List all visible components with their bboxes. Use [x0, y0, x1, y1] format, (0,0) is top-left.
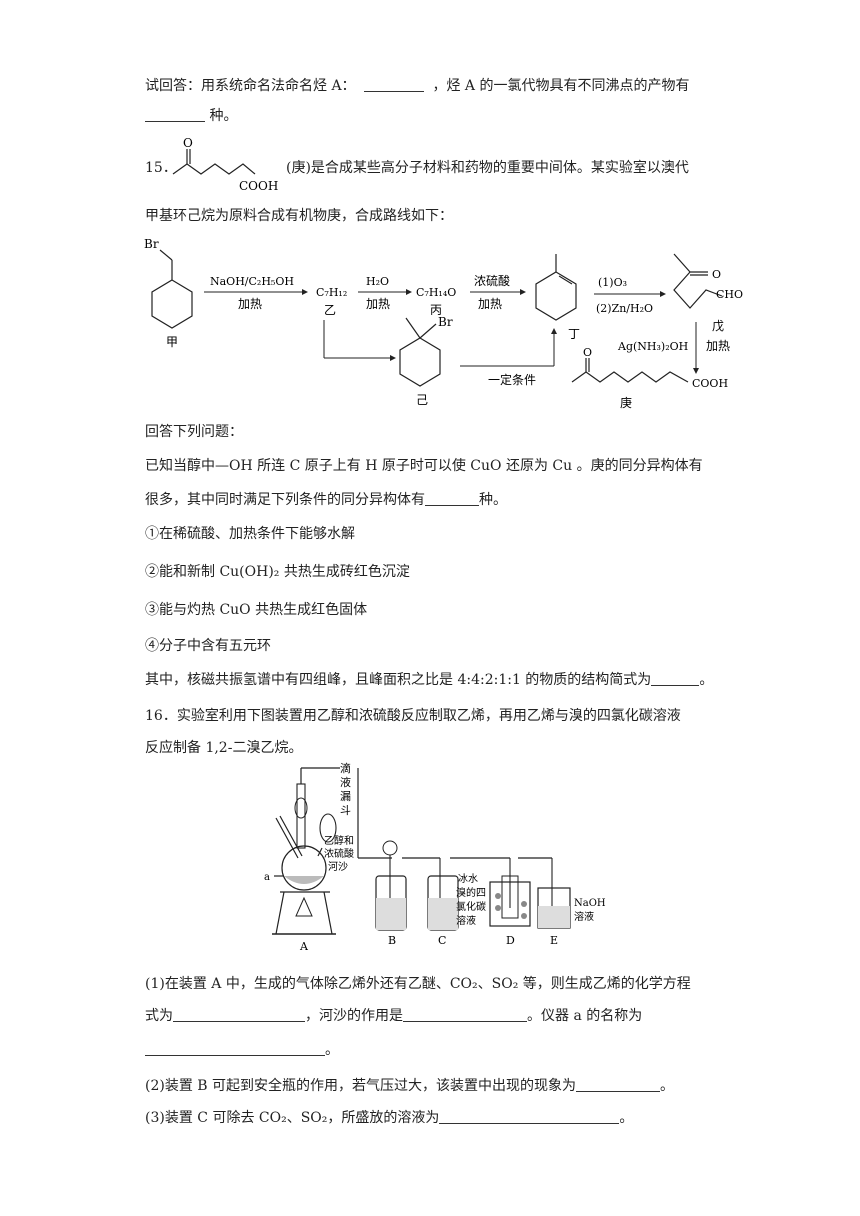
q15-intro1: (庚)是合成某些高分子材料和药物的重要中间体。某实验室以澳代	[286, 160, 689, 176]
q15-condition-2: ②能和新制 Cu(OH)₂ 共热生成砖红色沉淀	[145, 564, 410, 580]
svg-text:斗: 斗	[340, 804, 351, 817]
svg-text:D: D	[506, 934, 515, 947]
answer-blank[interactable]	[576, 1077, 661, 1092]
svg-text:加热: 加热	[478, 297, 502, 311]
q15-condition-3: ③能与灼热 CuO 共热生成红色固体	[145, 602, 368, 618]
svg-text:溶液: 溶液	[456, 914, 476, 927]
svg-text:NaOH/C₂H₅OH: NaOH/C₂H₅OH	[210, 275, 294, 288]
q16-line2: 反应制备 1,2-二溴乙烷。	[145, 740, 303, 756]
apparatus-d: D	[489, 875, 531, 947]
compound-yi-label: 乙	[324, 303, 336, 317]
svg-text:CHO: CHO	[716, 288, 743, 301]
svg-text:E: E	[550, 934, 558, 947]
svg-text:甲: 甲	[166, 335, 178, 349]
svg-text:O: O	[712, 268, 721, 281]
geng-structure-inline: O COOH	[172, 136, 278, 193]
q16-p2: (2)装置 B 可起到安全瓶的作用，若气压过大，该装置中出现的现象为。	[145, 1077, 675, 1094]
svg-text:Br: Br	[438, 315, 453, 329]
svg-text:(1)O₃: (1)O₃	[598, 276, 627, 289]
q15-condition-4: ④分子中含有五元环	[145, 638, 271, 654]
svg-text:浓硫酸: 浓硫酸	[324, 847, 354, 860]
svg-text:戊: 戊	[712, 319, 724, 333]
svg-text:加热: 加热	[238, 297, 262, 311]
svg-text:滴: 滴	[340, 761, 351, 775]
svg-text:(2)Zn/H₂O: (2)Zn/H₂O	[596, 302, 653, 315]
compound-jia: Br 甲	[144, 237, 193, 349]
q15-known2: 很多，其中同时满足下列条件的同分异构体有种。	[145, 491, 507, 508]
svg-text:己: 己	[416, 393, 428, 407]
answer-blank[interactable]	[439, 1109, 620, 1124]
svg-text:Ag(NH₃)₂OH: Ag(NH₃)₂OH	[617, 340, 688, 353]
svg-text:溴的四: 溴的四	[456, 886, 486, 899]
q15-answer-intro: 回答下列问题：	[145, 424, 243, 440]
answer-blank[interactable]	[403, 1007, 527, 1022]
svg-text:B: B	[388, 934, 396, 947]
svg-text:液: 液	[340, 775, 351, 789]
svg-text:一定条件: 一定条件	[488, 372, 536, 387]
apparatus-c: C	[427, 858, 459, 947]
oxygen-label: O	[183, 136, 193, 150]
svg-text:A: A	[299, 940, 309, 953]
q14-text-b: ，烃 A 的一氯代物具有不同沸点的产物有	[432, 78, 690, 94]
compound-wu: O CHO 戊	[673, 253, 743, 333]
q14-text-c: 种。	[209, 108, 238, 124]
q16-p3: (3)装置 C 可除去 CO₂、SO₂，所盛放的溶液为。	[145, 1109, 634, 1126]
compound-ji: Br 己	[399, 315, 453, 407]
svg-text:NaOH: NaOH	[574, 898, 606, 909]
svg-text:加热: 加热	[366, 297, 390, 311]
svg-text:H₂O: H₂O	[366, 275, 389, 288]
q16-p1b: 式为，河沙的作用是。仪器 a 的名称为	[145, 1007, 643, 1024]
apparatus-diagram: a A 滴 液 漏 斗 乙醇和 浓硫酸 河沙 B C D 冰水 溴的四	[264, 761, 606, 953]
answer-blank[interactable]	[651, 671, 700, 686]
svg-text:加热: 加热	[706, 339, 730, 353]
svg-text:氯化碳: 氯化碳	[456, 900, 486, 913]
q14-line2: 种。	[145, 106, 237, 126]
svg-text:河沙: 河沙	[328, 861, 348, 873]
svg-text:乙醇和: 乙醇和	[324, 834, 354, 847]
q15-intro2: 甲基环己烷为原料合成有机物庚，合成路线如下：	[145, 208, 453, 224]
compound-ding: 丁	[535, 254, 580, 341]
q16-line1: 16．实验室利用下图装置用乙醇和浓硫酸反应制取乙烯，再用乙烯与溴的四氯化碳溶液	[145, 708, 681, 724]
svg-text:丁: 丁	[568, 327, 580, 341]
answer-blank[interactable]	[145, 1041, 325, 1056]
svg-text:a: a	[264, 872, 270, 883]
answer-blank[interactable]	[173, 1007, 305, 1022]
apparatus-e: E	[537, 887, 571, 947]
svg-text:漏: 漏	[340, 790, 351, 803]
compound-yi-formula: C₇H₁₂	[316, 286, 347, 299]
svg-text:C: C	[438, 934, 446, 947]
q16-p1a: (1)在装置 A 中，生成的气体除乙烯外还有乙醚、CO₂、SO₂ 等，则生成乙烯…	[145, 976, 691, 992]
svg-text:O: O	[583, 346, 592, 359]
q15-nmr: 其中，核磁共振氢谱中有四组峰，且峰面积之比是 4:4:2:1:1 的物质的结构简…	[145, 671, 714, 688]
answer-blank[interactable]	[145, 107, 205, 122]
compound-geng: O COOH 庚	[571, 346, 728, 410]
answer-blank[interactable]	[364, 77, 425, 92]
svg-text:Br: Br	[144, 237, 159, 251]
compound-bing-label: 丙	[430, 303, 442, 317]
q14-line1: 试回答：用系统命名法命名烃 A： ，烃 A 的一氯代物具有不同沸点的产物有	[145, 76, 689, 96]
q15-number: 15．	[145, 160, 177, 176]
q15-known1: 已知当醇中—OH 所连 C 原子上有 H 原子时可以使 CuO 还原为 Cu 。…	[145, 458, 703, 474]
svg-text:庚: 庚	[620, 395, 632, 410]
synthesis-scheme: Br 甲 NaOH/C₂H₅OH 加热 C₇H₁₂ 乙 H₂O 加热 C₇H₁₄…	[144, 237, 743, 410]
apparatus-b: B	[375, 840, 407, 947]
apparatus-a: a A	[264, 767, 340, 953]
compound-bing-formula: C₇H₁₄O	[416, 286, 456, 299]
svg-text:浓硫酸: 浓硫酸	[474, 273, 510, 288]
cooh-label: COOH	[239, 179, 278, 193]
q14-text-a: 试回答：用系统命名法命名烃 A：	[145, 78, 356, 94]
svg-text:冰水: 冰水	[458, 872, 478, 885]
svg-text:COOH: COOH	[692, 377, 728, 390]
q16-p1e: 。	[145, 1040, 339, 1060]
answer-blank[interactable]	[425, 491, 479, 506]
q15-condition-1: ①在稀硫酸、加热条件下能够水解	[145, 526, 355, 542]
svg-text:溶液: 溶液	[574, 910, 594, 923]
